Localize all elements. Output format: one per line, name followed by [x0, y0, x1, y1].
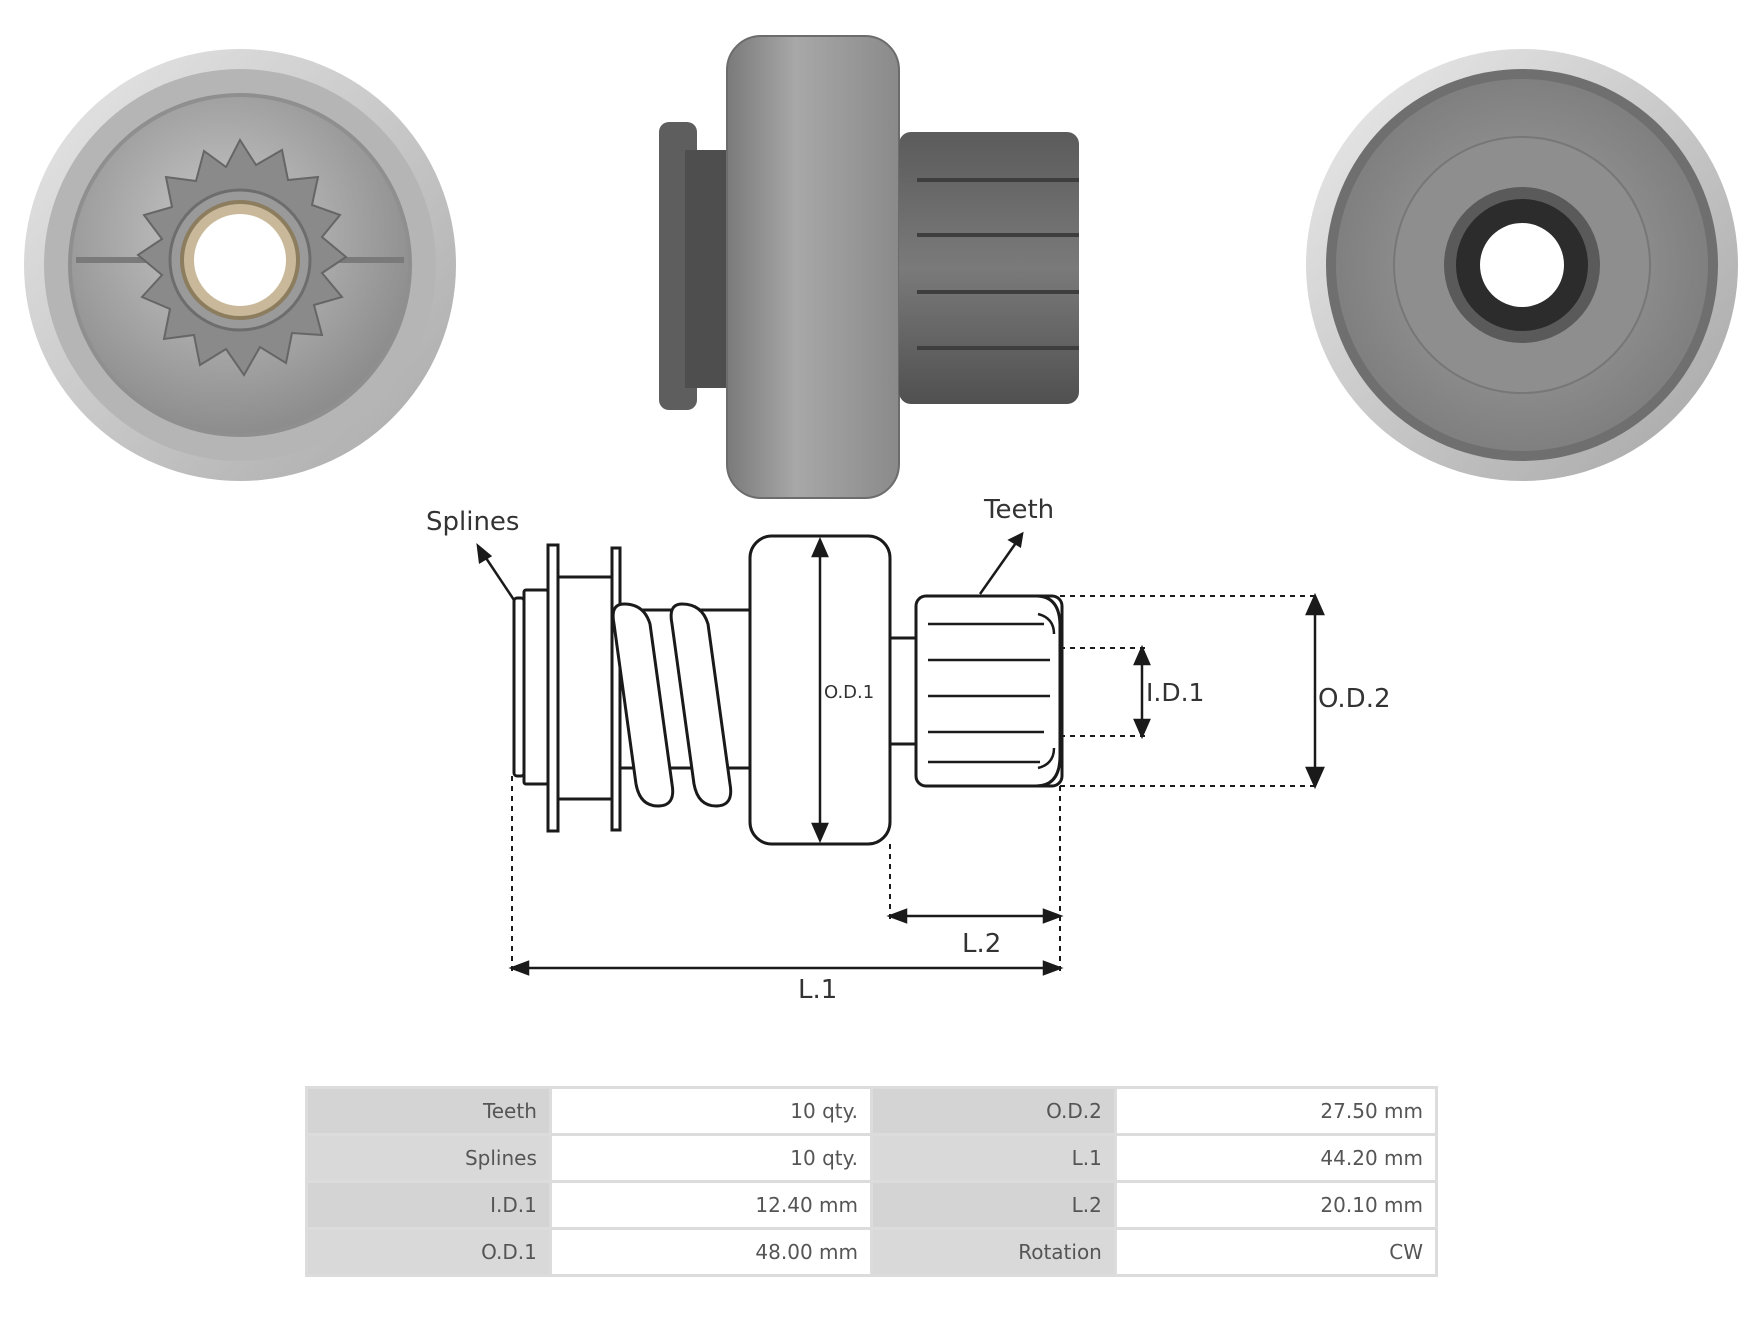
photo-side-view: [659, 35, 1079, 499]
table-row: Teeth 10 qty. O.D.2 27.50 mm: [308, 1089, 1435, 1133]
table-row: I.D.1 12.40 mm L.2 20.10 mm: [308, 1183, 1435, 1227]
pinion-gear: [914, 594, 1064, 788]
spec-value: 12.40 mm: [551, 1183, 870, 1227]
spec-value: 48.00 mm: [551, 1230, 870, 1274]
spec-value: 44.20 mm: [1116, 1136, 1435, 1180]
label-od2: O.D.2: [1318, 684, 1391, 714]
label-id1: I.D.1: [1146, 678, 1204, 707]
label-l2: L.2: [962, 929, 1001, 959]
label-teeth: Teeth: [983, 495, 1054, 525]
specifications-table: Teeth 10 qty. O.D.2 27.50 mm Splines 10 …: [305, 1086, 1438, 1277]
dimension-diagram: Splines Teeth O.D.1 I.D.1 O.D.2 L.2 L.1: [426, 495, 1391, 1005]
helical-spring: [611, 602, 733, 808]
photo-rear-view: [1306, 49, 1738, 481]
spec-value: 20.10 mm: [1116, 1183, 1435, 1227]
spec-key: L.2: [872, 1183, 1114, 1227]
spec-value: 10 qty.: [551, 1136, 870, 1180]
spec-value: CW: [1116, 1230, 1435, 1274]
spec-key: Splines: [308, 1136, 549, 1180]
spec-key: I.D.1: [308, 1183, 549, 1227]
spec-key: Rotation: [872, 1230, 1114, 1274]
spec-key: Teeth: [308, 1089, 549, 1133]
spec-value: 27.50 mm: [1116, 1089, 1435, 1133]
label-l1: L.1: [798, 975, 837, 1005]
spec-value: 10 qty.: [551, 1089, 870, 1133]
photo-front-view: [24, 49, 456, 481]
table-row: O.D.1 48.00 mm Rotation CW: [308, 1230, 1435, 1274]
table-row: Splines 10 qty. L.1 44.20 mm: [308, 1136, 1435, 1180]
spec-key: L.1: [872, 1136, 1114, 1180]
spec-key: O.D.1: [308, 1230, 549, 1274]
spec-key: O.D.2: [872, 1089, 1114, 1133]
label-od1: O.D.1: [824, 682, 874, 703]
label-splines: Splines: [426, 507, 519, 537]
